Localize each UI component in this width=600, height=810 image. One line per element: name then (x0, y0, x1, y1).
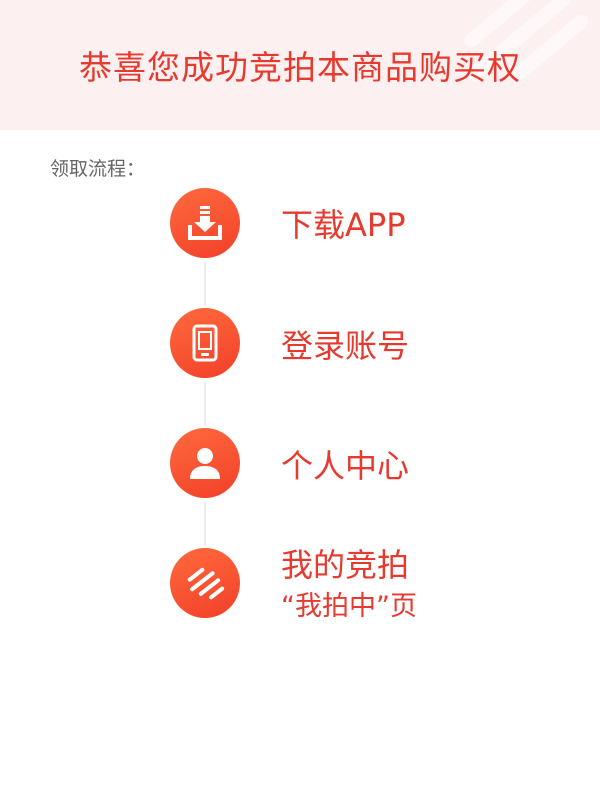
step-4-label: 我的竞拍 (281, 546, 410, 584)
step-2-icon (170, 308, 240, 378)
step-4-sublabel: “我拍中”页 (281, 591, 417, 622)
phone-icon (192, 324, 218, 362)
auction-hammer-icon (187, 567, 225, 600)
step-3-label: 个人中心 (281, 447, 410, 485)
step-4-icon (170, 548, 240, 618)
step-2-label: 登录账号 (281, 327, 410, 365)
step-3-icon (170, 428, 240, 498)
page-title: 恭喜您成功竞拍本商品购买权 (79, 48, 521, 87)
step-1-label: 下载APP (281, 206, 406, 244)
flow-section-label: 领取流程： (50, 158, 146, 180)
step-connector (204, 502, 206, 546)
download-icon (188, 206, 222, 240)
header-banner: 恭喜您成功竞拍本商品购买权 (0, 0, 600, 130)
step-connector (204, 382, 206, 426)
step-connector (204, 262, 206, 306)
user-icon (190, 448, 220, 479)
step-1-icon (170, 188, 240, 258)
decorative-hammer-watermark (464, 0, 589, 82)
